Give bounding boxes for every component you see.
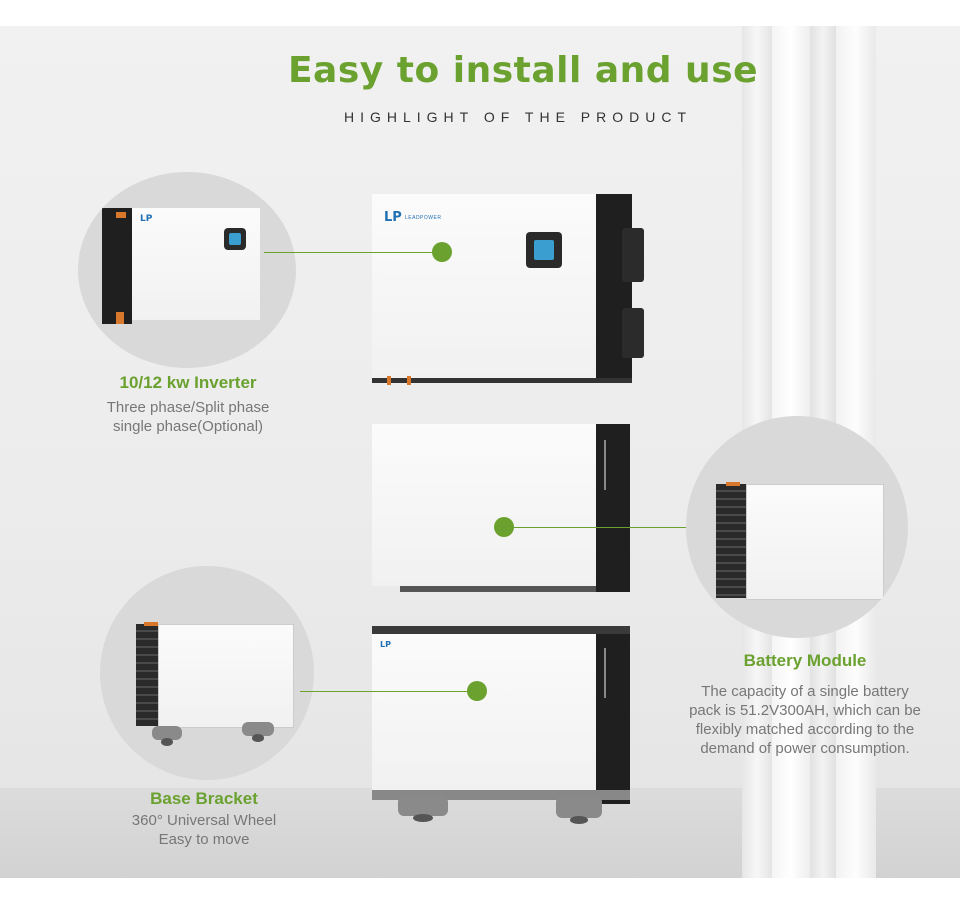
inverter-desc-line: Three phase/Split phase — [106, 399, 270, 416]
inverter-connector-line — [264, 252, 440, 253]
inverter-marker-dot — [432, 242, 452, 262]
inverter-front-panel — [372, 194, 596, 378]
inverter-display-screen — [526, 232, 562, 268]
battery-front-panel — [372, 424, 596, 586]
base-status-leds — [604, 648, 606, 698]
brand-name: LEADPOWER — [405, 215, 442, 221]
page-subtitle: HIGHLIGHT OF THE PRODUCT — [343, 109, 693, 125]
inverter-detail-front — [132, 208, 260, 320]
base-desc-line: 360° Universal Wheel — [131, 812, 277, 829]
inverter-connector-bottom — [622, 308, 644, 358]
battery-detail-heatsink — [716, 484, 748, 598]
battery-base-strip — [400, 586, 596, 592]
inverter-desc-line: single phase(Optional) — [112, 418, 264, 435]
base-top-rail — [372, 626, 630, 634]
brand-logo-detail: LP — [140, 214, 153, 224]
brand-logo-small: LP — [380, 640, 391, 649]
caster-wheel — [556, 796, 602, 824]
battery-heading: Battery Module — [743, 651, 867, 670]
brand-logo: LP — [384, 210, 402, 225]
base-marker-dot — [467, 681, 487, 701]
battery-connector-line — [504, 527, 686, 528]
inverter-detail-terminal — [116, 212, 126, 218]
base-front-panel — [372, 634, 596, 790]
base-detail-wheel — [152, 726, 182, 746]
battery-status-leds — [604, 440, 606, 490]
battery-desc-line: demand of power consumption. — [700, 740, 910, 757]
base-detail-wheel — [242, 722, 274, 742]
page-title: Easy to install and use — [287, 50, 759, 91]
caster-wheel — [398, 796, 448, 822]
inverter-detail-terminal — [116, 312, 124, 324]
battery-desc-line: pack is 51.2V300AH, which can be — [689, 702, 921, 719]
inverter-heading: 10/12 kw Inverter — [119, 373, 257, 392]
inverter-detail-side — [102, 208, 132, 324]
inverter-detail-circle: LP — [78, 172, 296, 368]
base-side-panel — [596, 628, 630, 804]
battery-detail-circle — [686, 416, 908, 638]
battery-desc-line: The capacity of a single battery — [701, 683, 909, 700]
battery-detail-front — [746, 484, 884, 600]
base-heading: Base Bracket — [150, 789, 258, 808]
battery-marker-dot — [494, 517, 514, 537]
inverter-terminal — [407, 376, 411, 385]
battery-detail-terminal — [726, 482, 740, 486]
base-detail-circle — [100, 566, 314, 780]
base-detail-front — [158, 624, 294, 728]
inverter-connector-top — [622, 228, 644, 282]
base-bottom-rail — [372, 790, 630, 800]
base-detail-heatsink — [136, 624, 160, 726]
battery-desc-line: flexibly matched according to the — [695, 721, 915, 738]
battery-side-panel — [596, 424, 630, 592]
base-desc-line: Easy to move — [158, 831, 250, 848]
base-connector-line — [300, 691, 476, 692]
inverter-detail-screen — [224, 228, 246, 250]
inverter-terminal — [387, 376, 391, 385]
base-detail-terminal — [144, 622, 158, 626]
inverter-base-strip — [372, 378, 632, 383]
